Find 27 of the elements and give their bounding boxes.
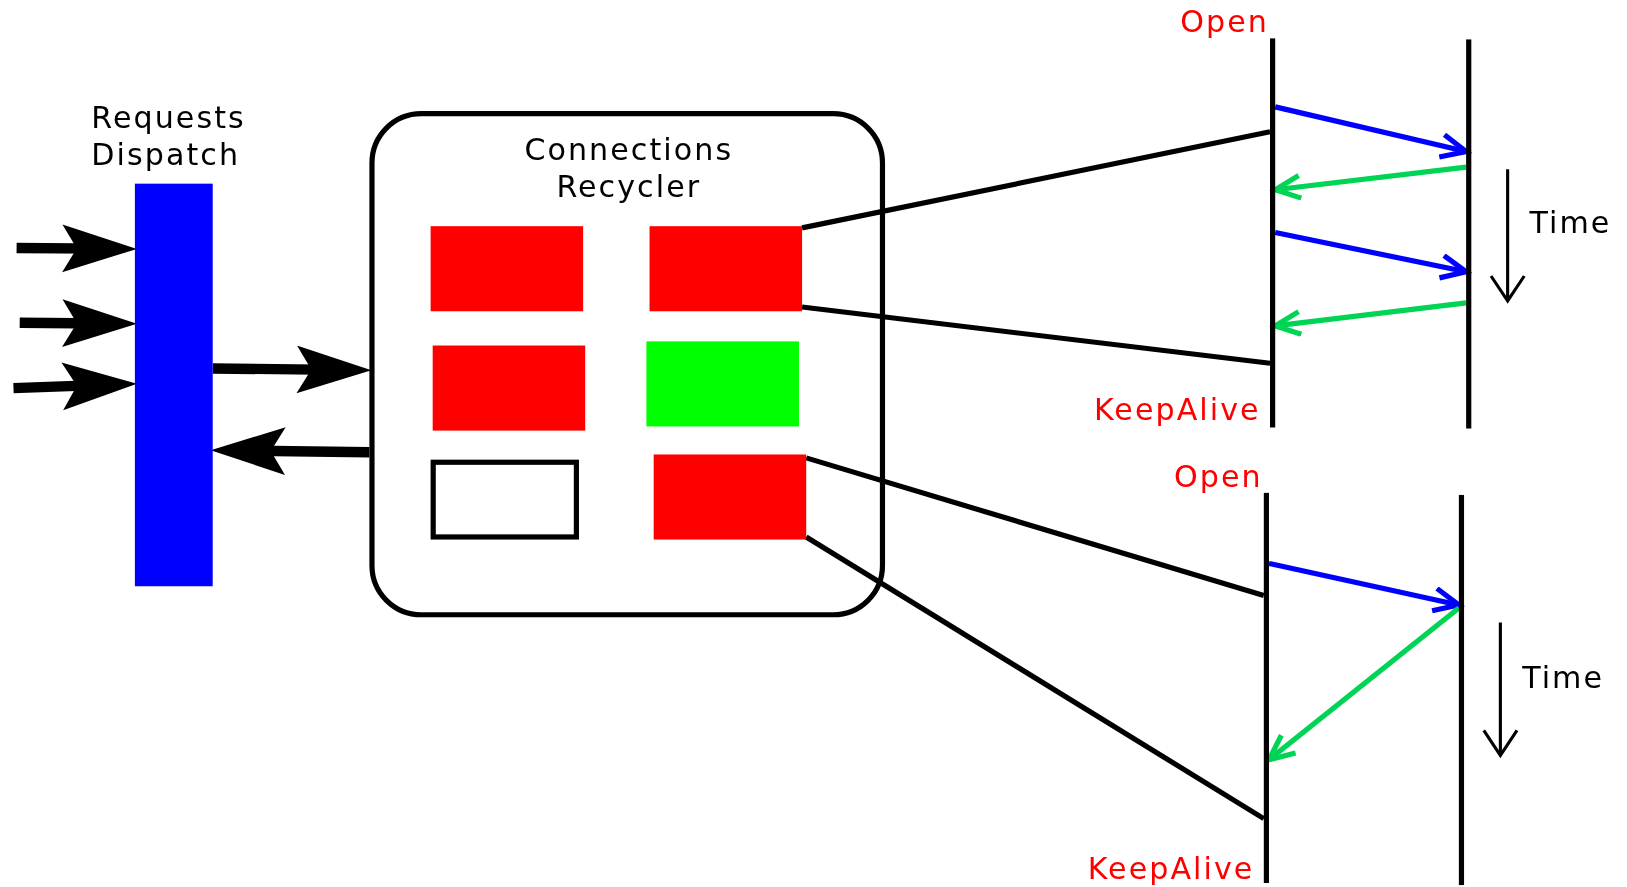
empty-connection-block bbox=[430, 459, 579, 540]
state-label: Open bbox=[1174, 457, 1263, 495]
axis-label: Time bbox=[1522, 658, 1605, 697]
busy-connection-block bbox=[649, 226, 803, 312]
arrow bbox=[1272, 164, 1467, 201]
node-title: Requests Dispatch bbox=[91, 98, 247, 174]
axis-label: Time bbox=[1529, 204, 1612, 242]
lifeline bbox=[1458, 494, 1465, 886]
busy-connection-block bbox=[432, 345, 586, 431]
arrow bbox=[1272, 300, 1467, 337]
arrow bbox=[1266, 606, 1461, 763]
container-box bbox=[369, 111, 886, 618]
state-label: KeepAlive bbox=[1087, 849, 1255, 887]
container-title: Connections Recycler bbox=[523, 130, 735, 206]
lifeline bbox=[1466, 39, 1472, 429]
arrow bbox=[1274, 230, 1469, 281]
busy-connection-block bbox=[653, 454, 807, 540]
free-connection-block bbox=[646, 341, 799, 427]
state-label: KeepAlive bbox=[1094, 391, 1261, 429]
connector-line bbox=[805, 455, 1265, 598]
arrow bbox=[1274, 104, 1469, 160]
arrow bbox=[212, 345, 372, 394]
connector-line bbox=[801, 129, 1271, 231]
connector-line bbox=[804, 534, 1266, 821]
connector-line bbox=[801, 304, 1271, 366]
busy-connection-block bbox=[430, 226, 584, 312]
state-label: Open bbox=[1180, 3, 1269, 41]
